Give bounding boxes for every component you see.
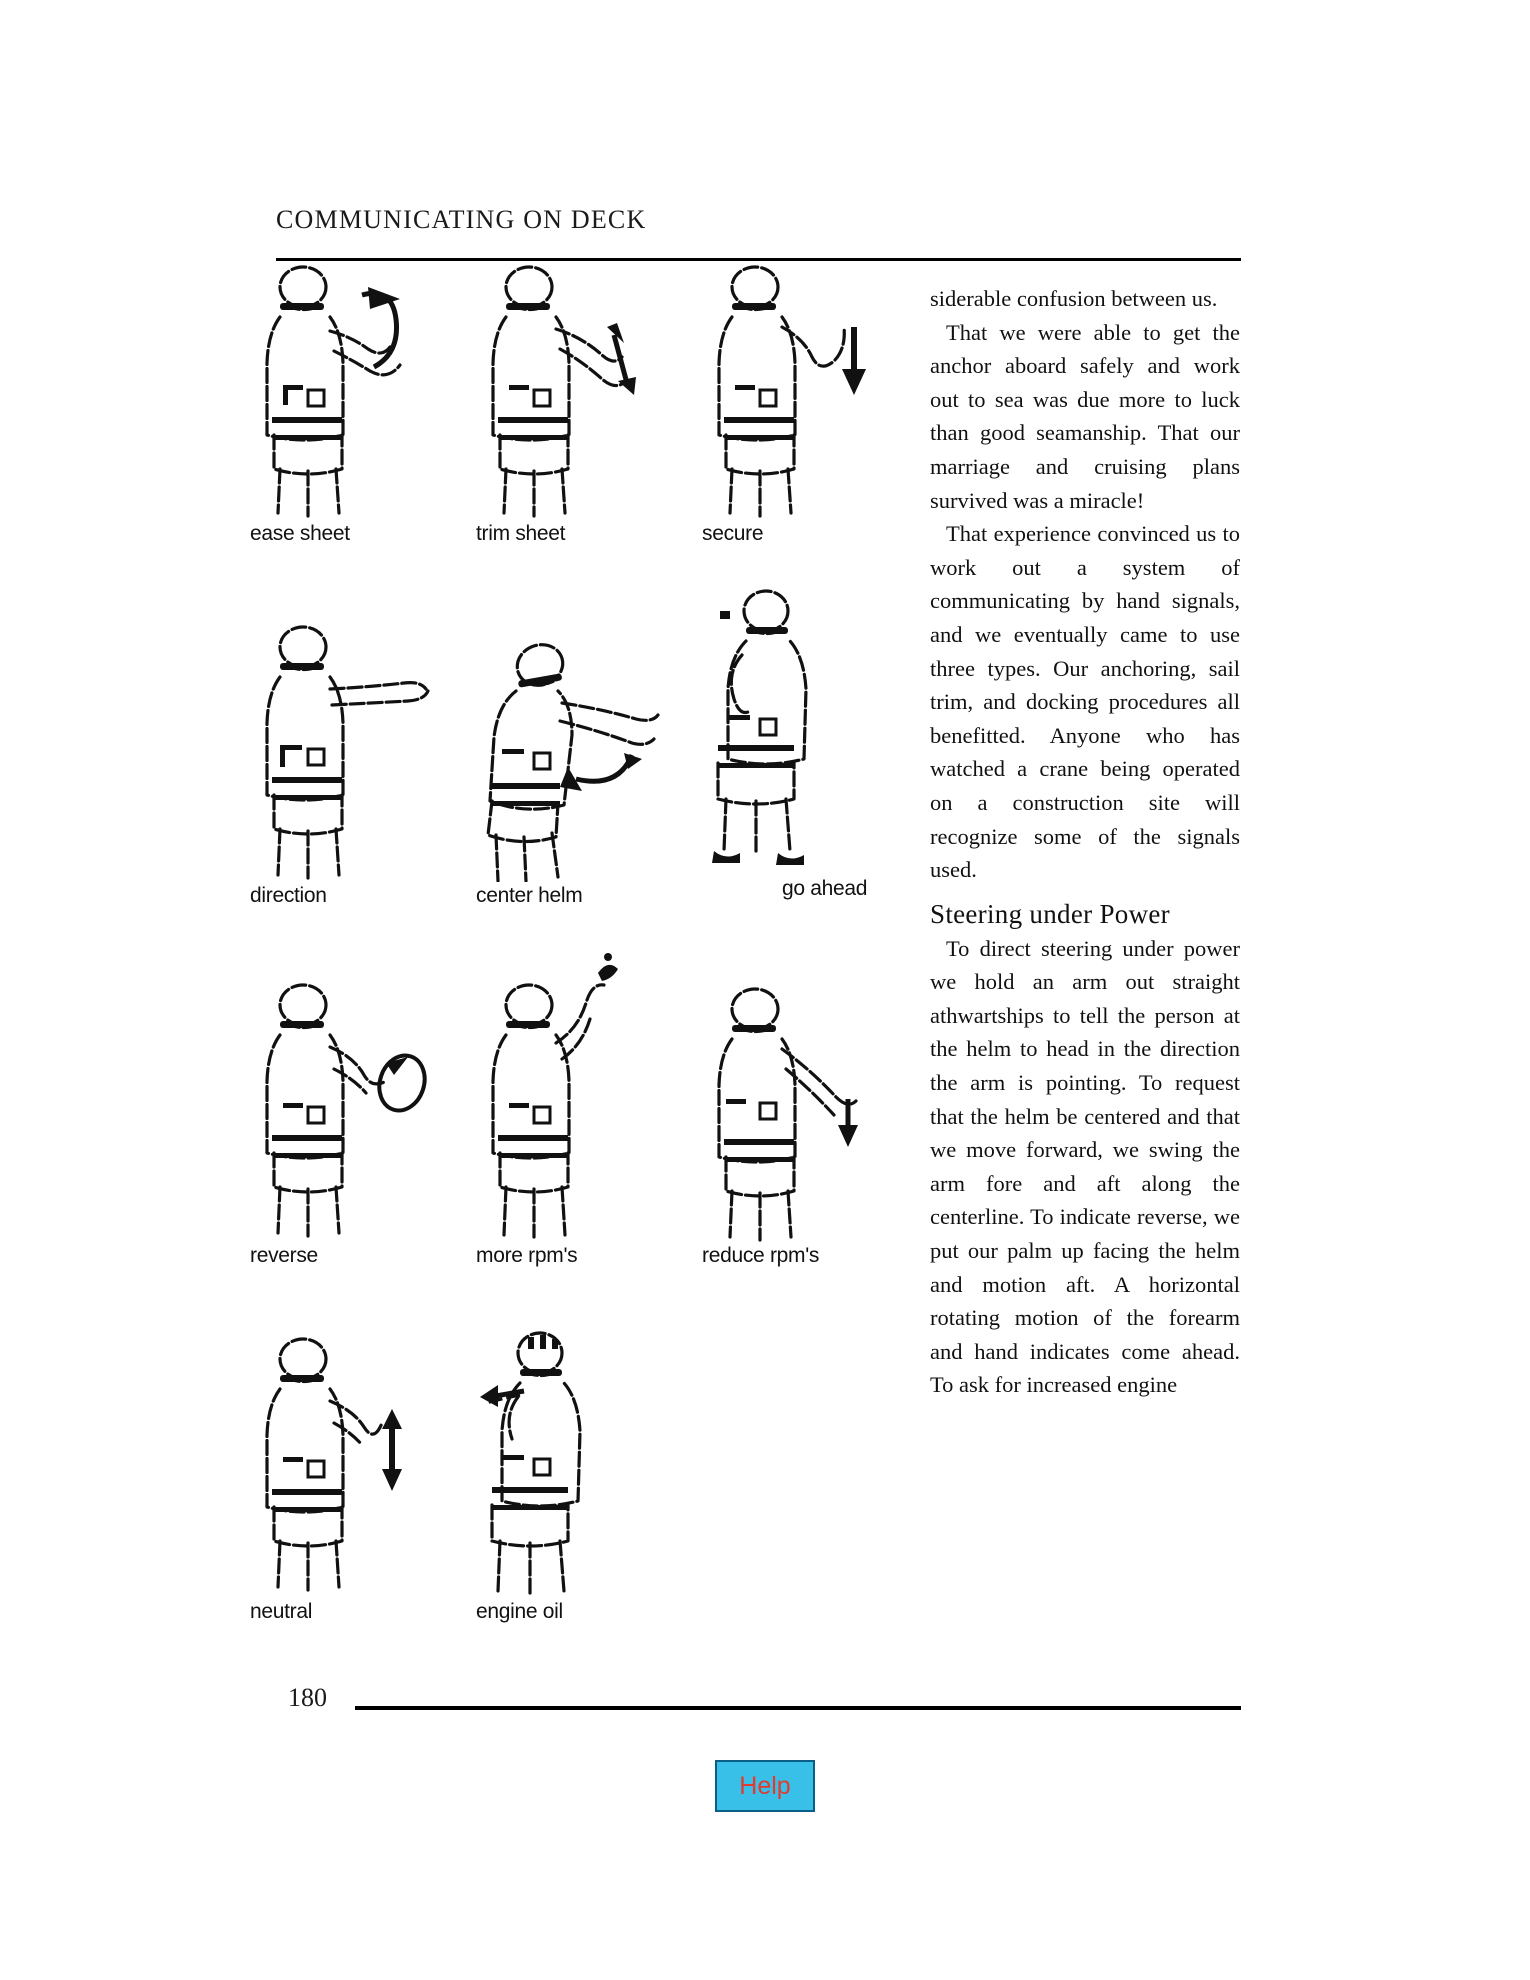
help-button[interactable]: Help (715, 1760, 815, 1812)
figure-go-ahead: go ahead (702, 575, 917, 901)
figure-caption: engine oil (476, 1600, 563, 1623)
paragraph-4: To direct steering under power we hold a… (930, 935, 1240, 1398)
page-number: 180 (288, 1683, 327, 1712)
engine-oil-illustration (480, 1331, 582, 1597)
figure-caption: ease sheet (250, 522, 350, 545)
running-head: COMMUNICATING ON DECK (276, 205, 646, 235)
figure-engine-oil: engine oil (476, 1323, 691, 1624)
figure-more-rpms: more rpm's (476, 947, 691, 1268)
figure-direction: direction (250, 617, 465, 908)
figure-secure: secure (702, 265, 917, 546)
figure-caption: center helm (476, 884, 583, 907)
direction-illustration (265, 625, 430, 880)
body-text-column: siderable confusion between us. That we … (930, 282, 1240, 1402)
paragraph-2: That we were able to get the anchor aboa… (930, 319, 1240, 513)
figure-ease-sheet: ease sheet (250, 265, 465, 546)
figure-neutral: neutral (250, 1333, 465, 1624)
figure-reduce-rpms: reduce rpm's (702, 987, 917, 1268)
figure-trim-sheet: trim sheet (476, 265, 691, 546)
paragraph-3: That experience convinced us to work out… (930, 521, 1240, 883)
section-heading: Steering under Power (930, 898, 1170, 929)
trim-sheet-illustration (491, 265, 636, 518)
hand-signal-figure-grid: ease sheet (250, 265, 910, 1685)
figure-caption: neutral (250, 1600, 313, 1623)
center-helm-illustration (486, 643, 660, 882)
reduce-rpms-illustration (717, 987, 858, 1242)
figure-caption: go ahead (782, 877, 868, 900)
more-rpms-illustration (491, 953, 618, 1239)
go-ahead-illustration (712, 589, 808, 865)
footer-rule (355, 1706, 1241, 1710)
figure-caption: secure (702, 522, 764, 545)
figure-caption: more rpm's (476, 1244, 578, 1267)
secure-illustration (717, 265, 866, 518)
figure-caption: direction (250, 884, 327, 907)
header-rule (276, 258, 1241, 261)
figure-reverse: reverse (250, 977, 465, 1268)
reverse-illustration (265, 983, 427, 1238)
neutral-illustration (265, 1337, 402, 1592)
paragraph-1: siderable confusion between us. (930, 286, 1218, 311)
figure-center-helm: center helm (476, 617, 691, 908)
figure-caption: trim sheet (476, 522, 566, 545)
figure-caption: reverse (250, 1244, 318, 1267)
ease-sheet-illustration (265, 265, 402, 518)
running-head-text: COMMUNICATING ON DECK (276, 205, 647, 234)
figure-caption: reduce rpm's (702, 1244, 820, 1267)
help-bar: Help (0, 1760, 1530, 1812)
